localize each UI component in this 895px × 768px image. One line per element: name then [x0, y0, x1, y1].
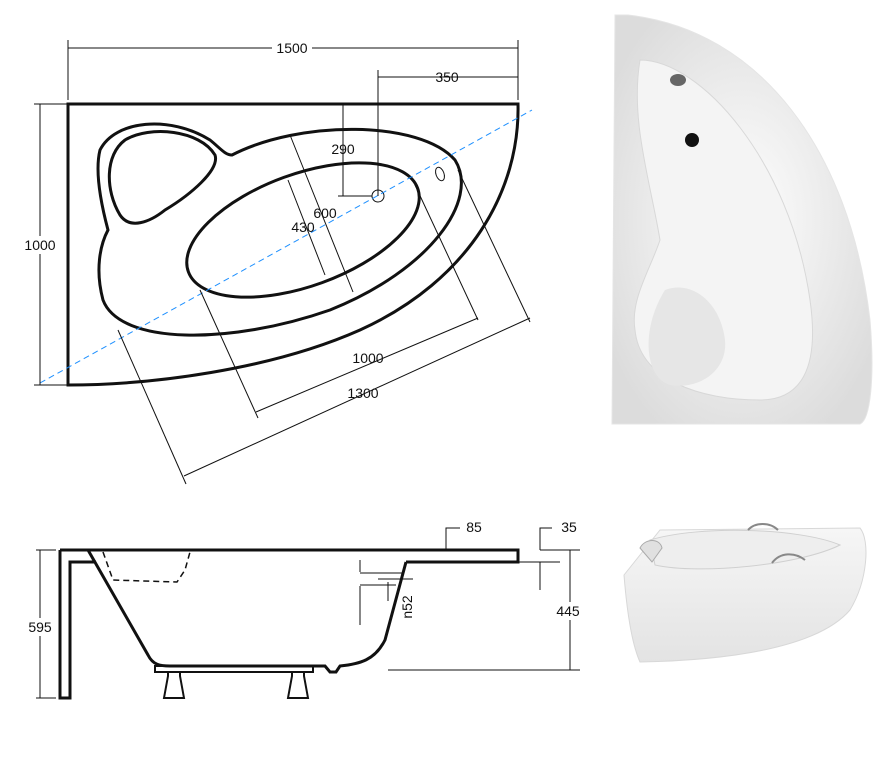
side-view: 595 445 85 35 n52	[22, 519, 586, 700]
dim-basin-width: 430	[291, 219, 315, 235]
dim-inner-length: 1300	[347, 385, 378, 401]
headrest	[107, 130, 217, 225]
dim-drain-offset: 350	[435, 69, 459, 85]
dim-total-height: 595	[28, 619, 52, 635]
dim-drain-depth: 290	[331, 141, 355, 157]
foot-right	[286, 671, 310, 699]
dim-basin-length: 1000	[352, 350, 383, 366]
inner-rim	[96, 122, 463, 337]
dim-inner-width: 600	[313, 205, 337, 221]
dim-width: 1500	[276, 40, 307, 56]
outer-outline	[66, 102, 520, 387]
overflow-hole	[435, 166, 445, 182]
dim-rim-thickness: 35	[561, 519, 577, 535]
photo-top-view	[611, 14, 873, 425]
support-panel	[58, 548, 96, 700]
dim-rim-width: 85	[466, 519, 482, 535]
inner-basin	[185, 161, 421, 299]
dim-overflow: n52	[399, 595, 415, 619]
photo-perspective	[623, 523, 867, 663]
foot-left	[162, 671, 186, 699]
tub-profile	[86, 548, 520, 674]
dim-depth: 1000	[24, 237, 55, 253]
seat-outline	[102, 551, 191, 583]
dim-tub-height: 445	[556, 603, 580, 619]
top-view: 1500 350 290 1000 600 430 1000 1300	[22, 40, 533, 485]
overflow-photo	[670, 74, 686, 86]
axis-line	[39, 109, 533, 384]
tub-base	[154, 665, 314, 673]
drain-photo	[685, 133, 699, 147]
